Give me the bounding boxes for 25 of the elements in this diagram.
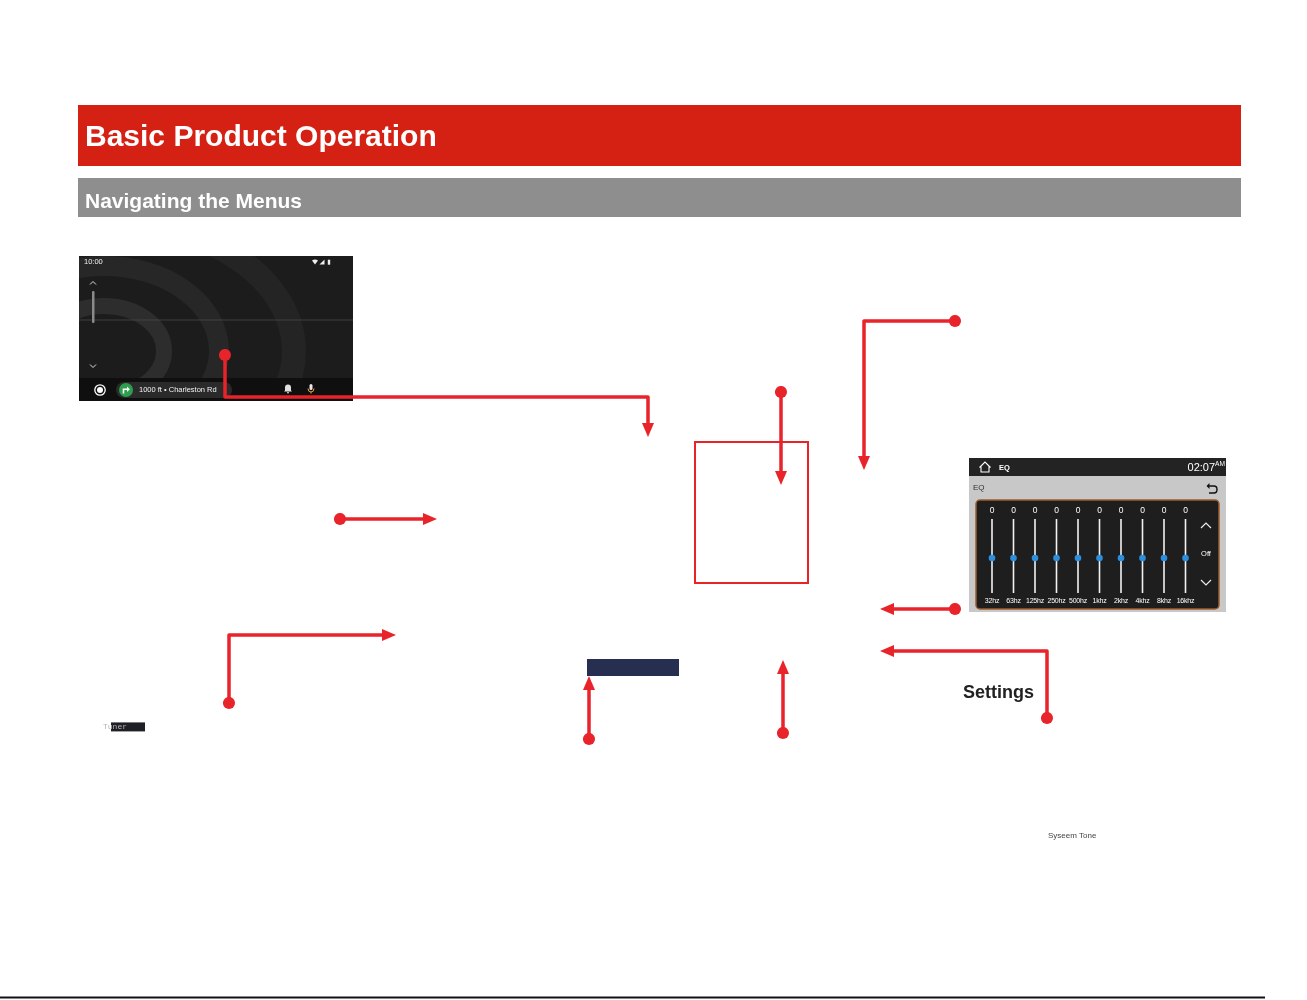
equalizer-screen xyxy=(969,458,1226,612)
menu-heading: Settings xyxy=(963,682,1034,704)
band-value: 0 xyxy=(1032,506,1038,516)
highlight-bar xyxy=(587,659,679,676)
menu-label: Syseem Tone xyxy=(1048,831,1097,841)
highlight-frame xyxy=(694,441,809,584)
band-value: 0 xyxy=(1118,506,1124,516)
callout-arrow xyxy=(880,645,1054,725)
clock-text: 02:07$^{AM}$ xyxy=(1187,460,1225,474)
callout-arrow xyxy=(218,348,654,437)
section-heading: Navigating the Menus xyxy=(85,188,303,214)
callout-arrow xyxy=(582,676,596,746)
band-value: 0 xyxy=(1054,506,1059,516)
band-value: 0 xyxy=(1183,506,1188,516)
dashboard-screen xyxy=(79,256,353,401)
band-value: 0 xyxy=(1161,506,1167,516)
band-value: 0 xyxy=(989,506,995,516)
band-value: 0 xyxy=(1097,506,1102,516)
page-title: Basic Product Operation xyxy=(85,118,437,154)
band-value: 0 xyxy=(1140,506,1145,516)
callout-arrow xyxy=(774,385,788,485)
band-value: 0 xyxy=(1011,506,1016,516)
panel-title: EQ xyxy=(973,483,985,493)
band-value: 0 xyxy=(1075,506,1081,516)
callout-arrow xyxy=(880,602,962,616)
